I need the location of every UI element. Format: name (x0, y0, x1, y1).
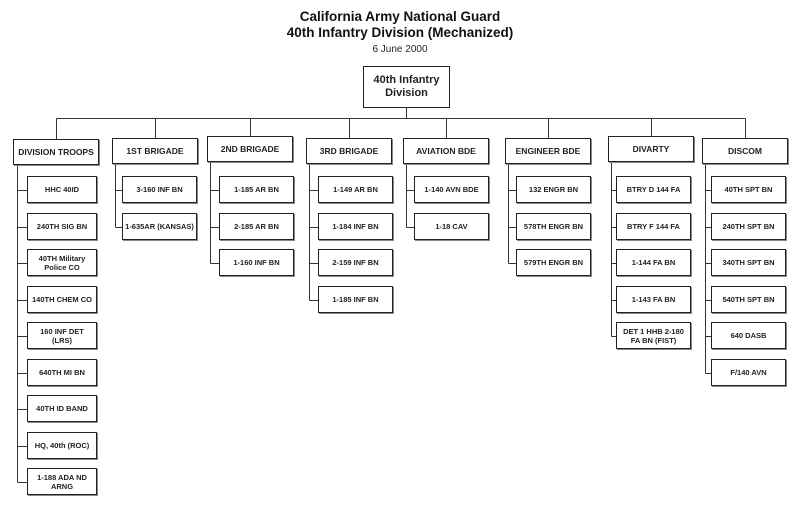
subunit-box[interactable]: 1-18 CAV (414, 213, 489, 240)
unit-box-1st-brigade[interactable]: 1ST BRIGADE (112, 138, 198, 164)
subunit-box[interactable]: F/140 AVN (711, 359, 786, 386)
subunit-box[interactable]: 240TH SPT BN (711, 213, 786, 240)
subunit-box[interactable]: BTRY D 144 FA (616, 176, 691, 203)
subunit-box[interactable]: 132 ENGR BN (516, 176, 591, 203)
subunit-box[interactable]: 40TH ID BAND (27, 395, 97, 422)
subunit-box[interactable]: 540TH SPT BN (711, 286, 786, 313)
subunit-box[interactable]: 640 DASB (711, 322, 786, 349)
unit-box-division-troops[interactable]: DIVISION TROOPS (13, 139, 99, 165)
root-unit-box[interactable]: 40th Infantry Division (363, 66, 450, 108)
subunit-box[interactable]: DET 1 HHB 2-180 FA BN (FIST) (616, 322, 691, 349)
unit-box-engineer-bde[interactable]: ENGINEER BDE (505, 138, 591, 164)
subunit-box[interactable]: 340TH SPT BN (711, 249, 786, 276)
chart-title: California Army National Guard (299, 9, 501, 24)
subunit-box[interactable]: 1-184 INF BN (318, 213, 393, 240)
subunit-box[interactable]: 1-144 FA BN (616, 249, 691, 276)
unit-box-2nd-brigade[interactable]: 2ND BRIGADE (207, 136, 293, 162)
subunit-box[interactable]: 1-160 INF BN (219, 249, 294, 276)
subunit-box[interactable]: 1-185 INF BN (318, 286, 393, 313)
subunit-box[interactable]: 160 INF DET (LRS) (27, 322, 97, 349)
subunit-box[interactable]: HHC 40ID (27, 176, 97, 203)
unit-box-divarty[interactable]: DIVARTY (608, 136, 694, 162)
subunit-box[interactable]: 579TH ENGR BN (516, 249, 591, 276)
subunit-box[interactable]: 1-635AR (KANSAS) (122, 213, 197, 240)
subunit-box[interactable]: 140TH CHEM CO (27, 286, 97, 313)
subunit-box[interactable]: 1-188 ADA ND ARNG (27, 468, 97, 495)
subunit-box[interactable]: BTRY F 144 FA (616, 213, 691, 240)
unit-box-discom[interactable]: DISCOM (702, 138, 788, 164)
unit-box-3rd-brigade[interactable]: 3RD BRIGADE (306, 138, 392, 164)
subunit-box[interactable]: 1-140 AVN BDE (414, 176, 489, 203)
subunit-box[interactable]: 1-143 FA BN (616, 286, 691, 313)
subunit-box[interactable]: 240TH SIG BN (27, 213, 97, 240)
subunit-box[interactable]: 640TH MI BN (27, 359, 97, 386)
subunit-box[interactable]: 3-160 INF BN (122, 176, 197, 203)
subunit-box[interactable]: 2-185 AR BN (219, 213, 294, 240)
subunit-box[interactable]: 2-159 INF BN (318, 249, 393, 276)
subunit-box[interactable]: HQ, 40th (ROC) (27, 432, 97, 459)
subunit-box[interactable]: 40TH Military Police CO (27, 249, 97, 276)
subunit-box[interactable]: 40TH SPT BN (711, 176, 786, 203)
subunit-box[interactable]: 1-149 AR BN (318, 176, 393, 203)
subunit-box[interactable]: 578TH ENGR BN (516, 213, 591, 240)
chart-subtitle: 40th Infantry Division (Mechanized) (286, 25, 514, 40)
unit-box-aviation-bde[interactable]: AVIATION BDE (403, 138, 489, 164)
chart-date: 6 June 2000 (372, 44, 428, 55)
subunit-box[interactable]: 1-185 AR BN (219, 176, 294, 203)
